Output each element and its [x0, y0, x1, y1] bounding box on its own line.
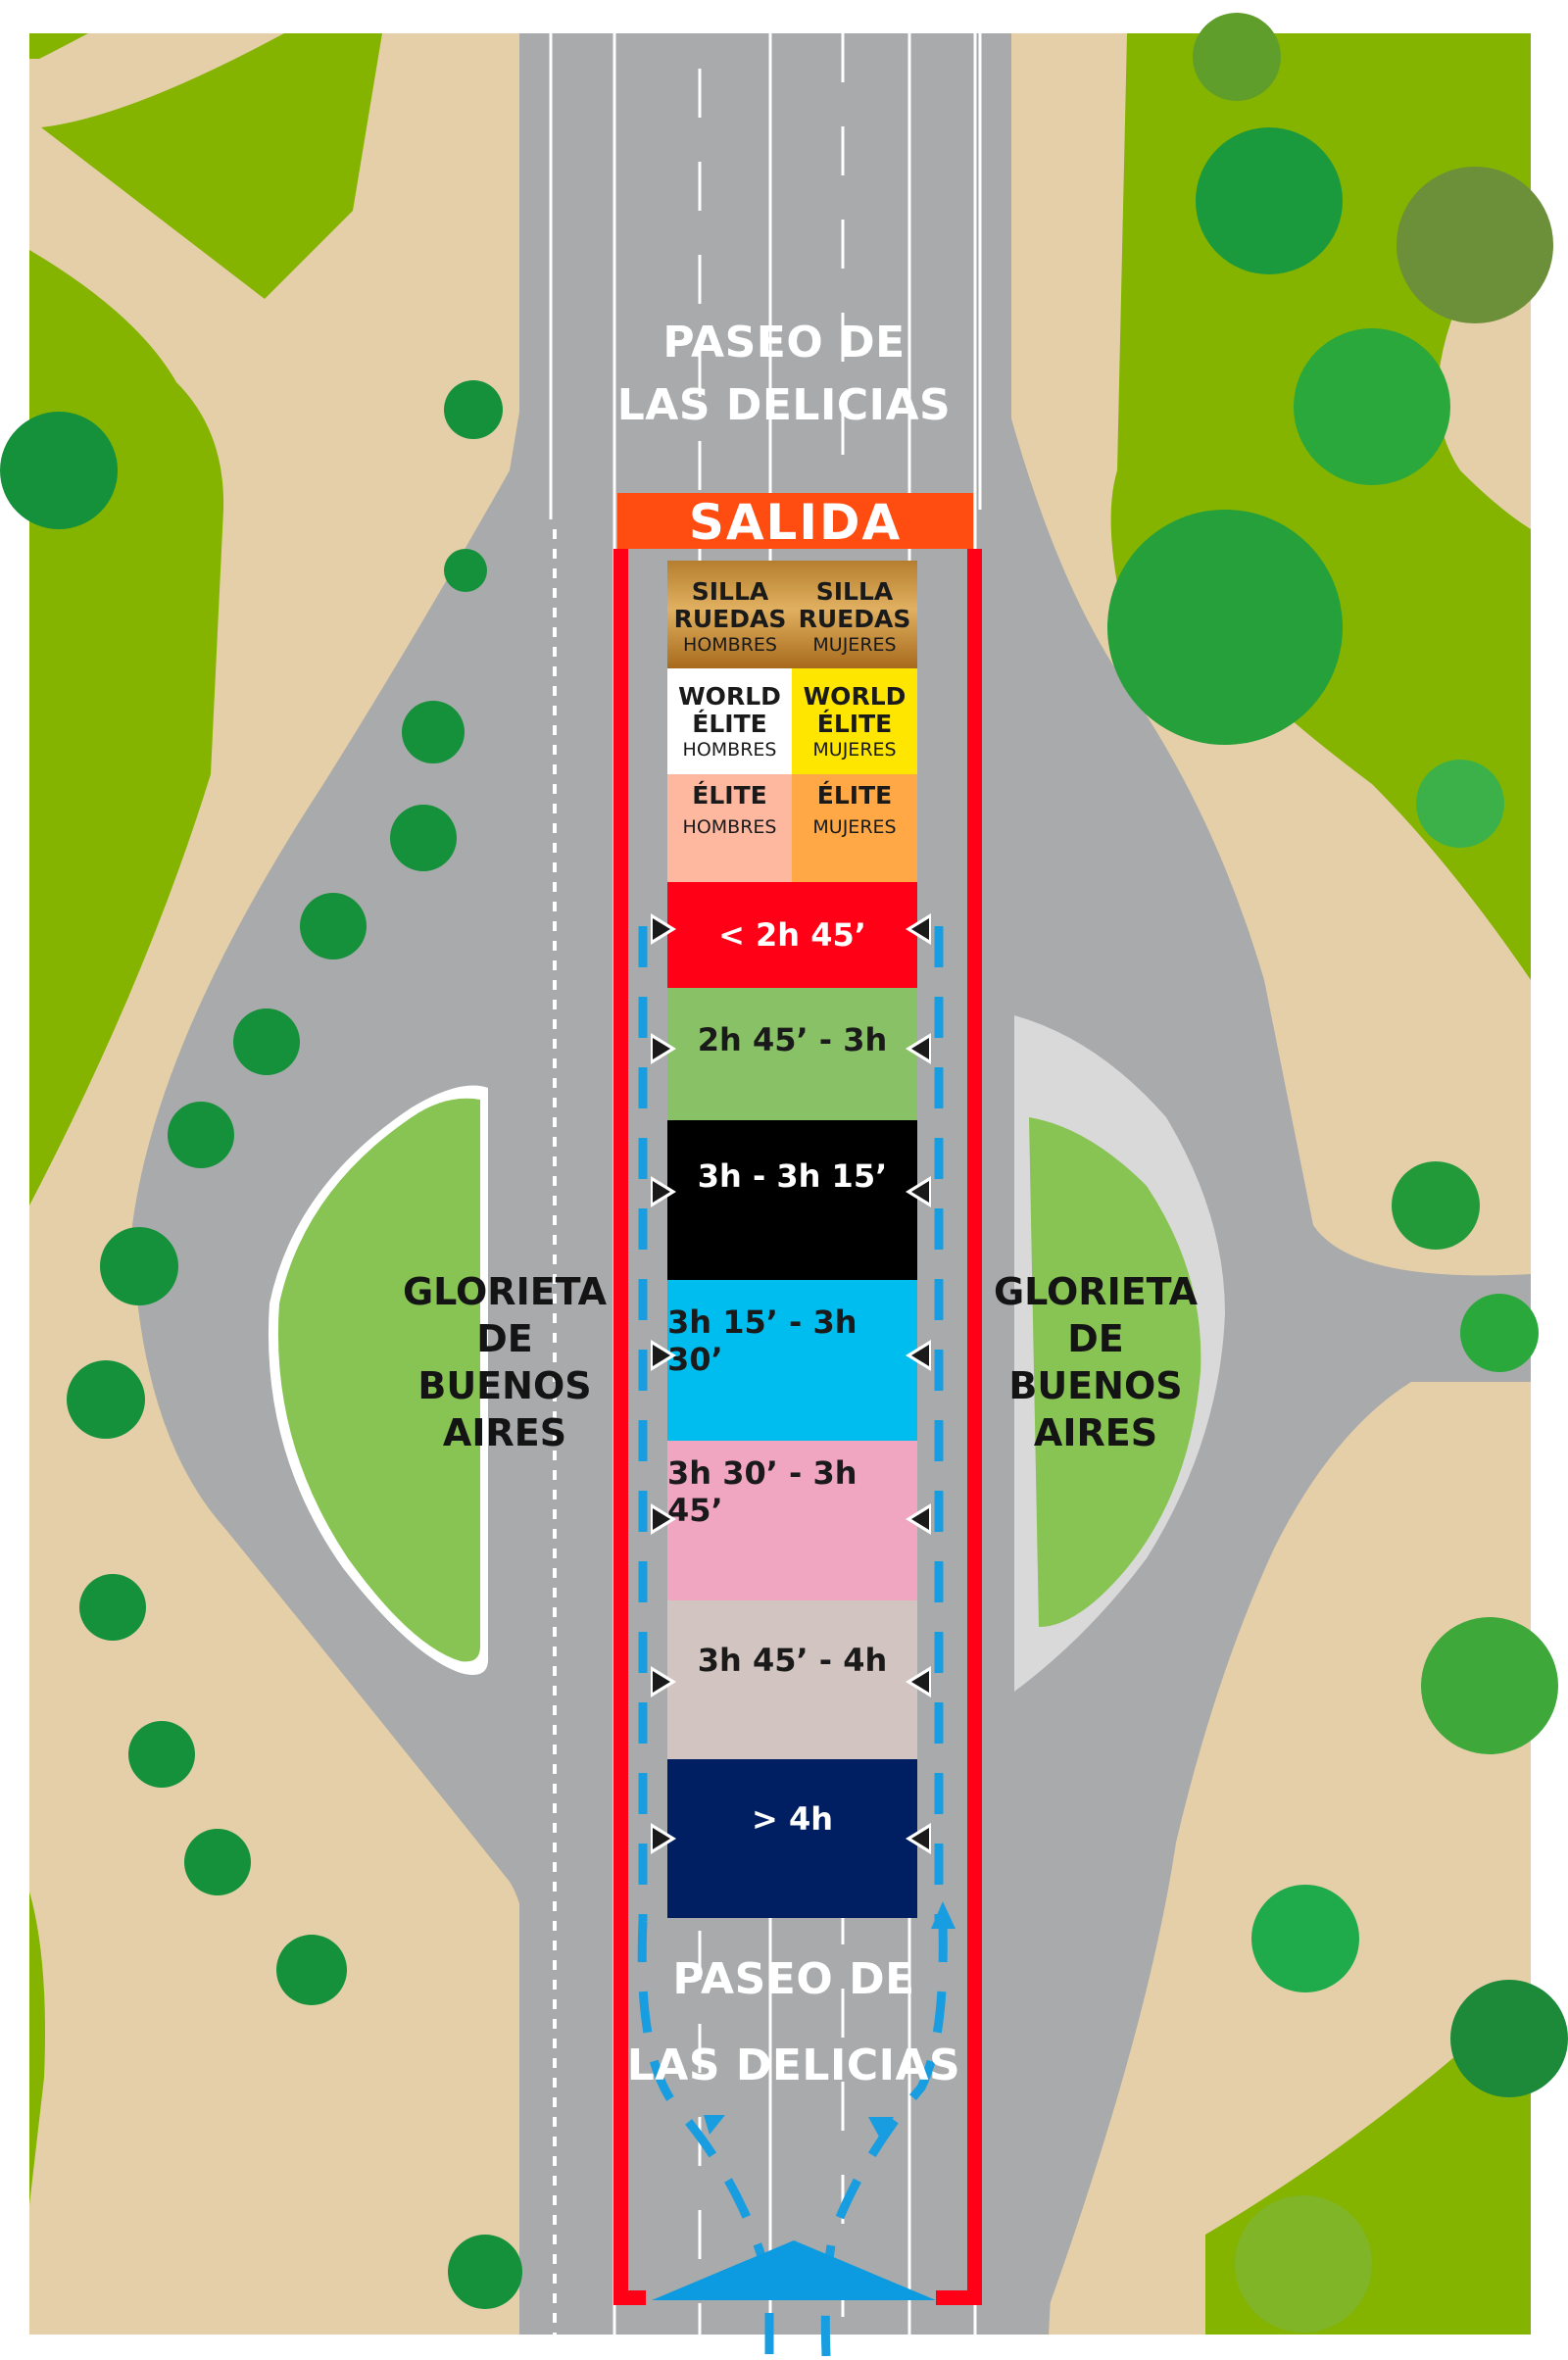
- corral-entry-right-icon: [906, 1176, 931, 1207]
- box-subtitle: HOMBRES: [682, 816, 777, 838]
- box-subtitle: MUJERES: [812, 739, 897, 761]
- landmark-line3: BUENOS: [417, 1364, 592, 1407]
- route-arrowheads: [704, 1901, 956, 2139]
- landmark-line2: DE: [476, 1317, 533, 1360]
- corral-label: 3h - 3h 15’: [697, 1156, 888, 1195]
- grass-patch-top-left: [41, 33, 382, 299]
- landmark-line2: DE: [1067, 1317, 1124, 1360]
- corral-entry-right-icon: [906, 1666, 931, 1697]
- silla-ruedas-box: [667, 561, 917, 668]
- entry-point-icon: [652, 2240, 936, 2300]
- elite-hombres: ÉLITE HOMBRES: [667, 774, 792, 882]
- box-title-line2: RUEDAS: [673, 605, 787, 633]
- corral-5: 3h 30’ - 3h 45’: [667, 1441, 917, 1600]
- street-label-top-line1: PASEO DE: [662, 318, 906, 368]
- landmark-label-right: GLORIETA DE BUENOS AIRES: [988, 1268, 1203, 1456]
- box-subtitle: HOMBRES: [682, 739, 777, 761]
- trees-right: [1107, 13, 1568, 2333]
- box-subtitle: MUJERES: [812, 816, 897, 838]
- barrier-right: [967, 549, 982, 2305]
- box-title-line1: SILLA: [815, 577, 894, 606]
- box-title-line1: WORLD: [678, 682, 781, 711]
- corral-entry-left-icon: [651, 913, 676, 945]
- box-title-line2: ÉLITE: [692, 710, 767, 738]
- street-label-bottom-line2: LAS DELICIAS: [626, 2040, 961, 2090]
- box-subtitle: MUJERES: [812, 634, 897, 656]
- barrier-left: [613, 549, 628, 2305]
- salida-banner: SALIDA: [617, 493, 973, 551]
- roundabout-right-island: [1029, 1117, 1201, 1627]
- box-subtitle: HOMBRES: [683, 634, 777, 656]
- elite-mujeres: ÉLITE MUJERES: [792, 774, 917, 882]
- roundabout-left-island: [277, 1098, 480, 1662]
- corral-label: 3h 15’ - 3h 30’: [667, 1303, 858, 1378]
- box-title-line1: ÉLITE: [816, 781, 893, 810]
- trees-left: [0, 380, 522, 2309]
- box-title-line1: WORLD: [803, 682, 906, 711]
- corral-label: 3h 45’ - 4h: [697, 1642, 888, 1679]
- corral-7: > 4h: [667, 1759, 917, 1918]
- street-label-top: PASEO DE LAS DELICIAS: [588, 321, 980, 427]
- corral-label: 2h 45’ - 3h: [697, 1020, 888, 1058]
- landmark-line3: BUENOS: [1008, 1364, 1183, 1407]
- corral-entry-right-icon: [906, 1503, 931, 1535]
- corral-entry-right-icon: [906, 1340, 931, 1371]
- landmark-line1: GLORIETA: [402, 1270, 608, 1313]
- corral-entry-left-icon: [651, 1340, 676, 1371]
- corral-2: 2h 45’ - 3h: [667, 988, 917, 1120]
- corral-3: 3h - 3h 15’: [667, 1120, 917, 1280]
- street-label-bottom-line1: PASEO DE: [672, 1954, 915, 2004]
- corral-entry-left-icon: [651, 1503, 676, 1535]
- corral-label: < 2h 45’: [718, 916, 866, 954]
- box-title-line2: RUEDAS: [798, 605, 911, 633]
- box-title-line1: SILLA: [691, 577, 769, 606]
- corral-entry-right-icon: [906, 1823, 931, 1854]
- corral-entry-left-icon: [651, 1823, 676, 1854]
- landmark-line4: AIRES: [442, 1411, 567, 1454]
- corral-4: 3h 15’ - 3h 30’: [667, 1280, 917, 1441]
- world-elite-mujeres: WORLD ÉLITE MUJERES: [792, 668, 917, 774]
- street-label-top-line2: LAS DELICIAS: [616, 380, 952, 430]
- landmark-line1: GLORIETA: [993, 1270, 1199, 1313]
- silla-ruedas-mujeres: SILLA RUEDAS MUJERES: [792, 578, 917, 657]
- corral-entry-left-icon: [651, 1176, 676, 1207]
- corral-entry-left-icon: [651, 1666, 676, 1697]
- box-title-line1: ÉLITE: [692, 781, 767, 810]
- corral-6: 3h 45’ - 4h: [667, 1600, 917, 1759]
- corral-1: < 2h 45’: [667, 882, 917, 988]
- corral-entry-right-icon: [906, 1033, 931, 1064]
- box-title-line2: ÉLITE: [816, 710, 893, 738]
- silla-ruedas-hombres: SILLA RUEDAS HOMBRES: [667, 578, 793, 657]
- corral-label: > 4h: [752, 1800, 833, 1838]
- landmark-label-left: GLORIETA DE BUENOS AIRES: [397, 1268, 612, 1456]
- street-label-bottom: PASEO DE LAS DELICIAS: [598, 1958, 990, 2088]
- world-elite-hombres: WORLD ÉLITE HOMBRES: [667, 668, 792, 774]
- corral-entry-right-icon: [906, 913, 931, 945]
- corral-label: 3h 30’ - 3h 45’: [667, 1453, 858, 1529]
- corral-entry-left-icon: [651, 1033, 676, 1064]
- landmark-line4: AIRES: [1033, 1411, 1158, 1454]
